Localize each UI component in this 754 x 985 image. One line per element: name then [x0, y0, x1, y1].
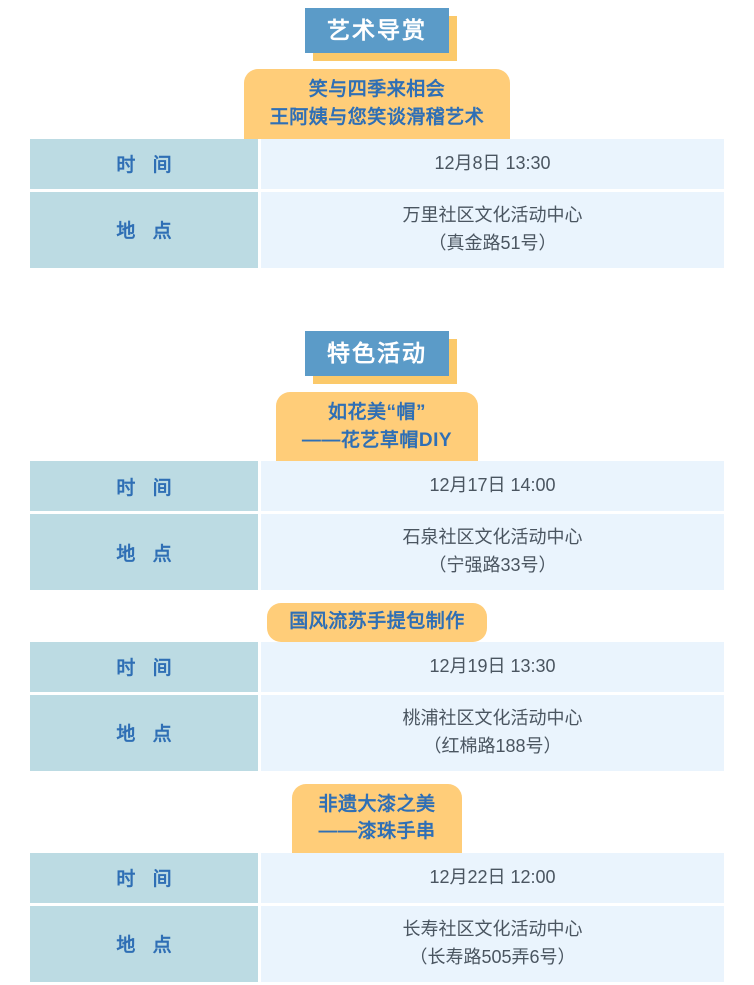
table-row: 时 间 12月8日 13:30 [0, 138, 754, 192]
top-spacer [0, 0, 754, 8]
table-row: 地 点 长寿社区文化活动中心 （长寿路505弄6号） [0, 904, 754, 985]
place-line: （长寿路505弄6号） [409, 946, 576, 967]
activity-title-line: 王阿姨与您笑谈滑稽艺术 [269, 106, 485, 128]
place-line: 石泉社区文化活动中心 [402, 527, 583, 548]
activity-info-table-2-1: 时 间 12月17日 14:00 地 点 石泉社区文化活动中心 （宁强路33号） [0, 461, 754, 594]
row-label-time: 时 间 [0, 641, 260, 695]
row-value-place: 桃浦社区文化活动中心 （红棉路188号） [258, 693, 754, 774]
activity-block-1-1: 笑与四季来相会 王阿姨与您笑谈滑稽艺术 时 间 12月8日 13:30 地 点 … [0, 69, 754, 271]
row-label-time: 时 间 [0, 138, 260, 192]
row-label-time: 时 间 [0, 852, 260, 906]
row-value-time: 12月8日 13:30 [258, 138, 754, 192]
activity-title-line: ——漆珠手串 [318, 821, 436, 843]
activity-title-1-1: 笑与四季来相会 王阿姨与您笑谈滑稽艺术 [243, 69, 511, 139]
activity-info-table-1-1: 时 间 12月8日 13:30 地 点 万里社区文化活动中心 （真金路51号） [0, 138, 754, 271]
table-row: 地 点 桃浦社区文化活动中心 （红棉路188号） [0, 693, 754, 774]
table-row: 地 点 石泉社区文化活动中心 （宁强路33号） [0, 512, 754, 594]
activity-title-line: 笑与四季来相会 [308, 79, 446, 101]
spacer-section-gap [0, 271, 754, 331]
row-label-place: 地 点 [0, 693, 260, 774]
place-line: 万里社区文化活动中心 [402, 204, 583, 225]
row-value-place: 石泉社区文化活动中心 （宁强路33号） [258, 512, 754, 594]
table-row: 地 点 万里社区文化活动中心 （真金路51号） [0, 190, 754, 271]
section-badge-label-2: 特色活动 [305, 330, 449, 376]
table-row: 时 间 12月17日 14:00 [0, 461, 754, 515]
row-label-place: 地 点 [0, 190, 260, 271]
activity-title-line: 国风流苏手提包制作 [289, 611, 465, 633]
section-heading-1: 艺术导赏 [0, 8, 754, 62]
activity-title-line: 如花美“帽” [327, 401, 426, 423]
row-value-place: 万里社区文化活动中心 （真金路51号） [258, 190, 754, 271]
row-value-time: 12月22日 12:00 [258, 852, 754, 906]
table-row: 时 间 12月19日 13:30 [0, 641, 754, 695]
place-line: （宁强路33号） [428, 555, 557, 576]
spacer-activity-gap [0, 593, 754, 603]
section-badge-wrap-2: 特色活动 [305, 330, 457, 384]
place-line: 长寿社区文化活动中心 [402, 918, 583, 939]
row-label-place: 地 点 [0, 512, 260, 594]
row-label-time: 时 间 [0, 461, 260, 515]
row-value-place: 长寿社区文化活动中心 （长寿路505弄6号） [258, 904, 754, 985]
activity-block-2-2: 国风流苏手提包制作 时 间 12月19日 13:30 地 点 桃浦社区文化活动中… [0, 603, 754, 774]
activity-title-line: ——花艺草帽DIY [301, 429, 453, 451]
place-line: （真金路51号） [428, 232, 557, 253]
section-heading-2: 特色活动 [0, 330, 754, 384]
activity-info-table-2-3: 时 间 12月22日 12:00 地 点 长寿社区文化活动中心 （长寿路505弄… [0, 852, 754, 985]
spacer-activity-gap [0, 774, 754, 784]
activity-title-2-3: 非遗大漆之美 ——漆珠手串 [292, 783, 462, 853]
row-label-place: 地 点 [0, 904, 260, 985]
activity-title-2-2: 国风流苏手提包制作 [267, 603, 487, 642]
activity-block-2-3: 非遗大漆之美 ——漆珠手串 时 间 12月22日 12:00 地 点 长寿社区文… [0, 783, 754, 985]
section-badge-label-1: 艺术导赏 [305, 8, 449, 54]
value-lines: 长寿社区文化活动中心 （长寿路505弄6号） [261, 912, 724, 976]
activity-title-line: 非遗大漆之美 [318, 793, 436, 815]
value-lines: 石泉社区文化活动中心 （宁强路33号） [261, 520, 724, 584]
value-lines: 桃浦社区文化活动中心 （红棉路188号） [261, 701, 724, 765]
row-value-time: 12月17日 14:00 [258, 461, 754, 515]
place-line: 桃浦社区文化活动中心 [402, 707, 583, 728]
activity-block-2-1: 如花美“帽” ——花艺草帽DIY 时 间 12月17日 14:00 地 点 石泉… [0, 391, 754, 594]
value-lines: 万里社区文化活动中心 （真金路51号） [261, 198, 724, 262]
table-row: 时 间 12月22日 12:00 [0, 852, 754, 906]
activity-title-2-1: 如花美“帽” ——花艺草帽DIY [275, 391, 479, 462]
row-value-time: 12月19日 13:30 [258, 641, 754, 695]
place-line: （红棉路188号） [423, 735, 562, 756]
activity-info-table-2-2: 时 间 12月19日 13:30 地 点 桃浦社区文化活动中心 （红棉路188号… [0, 641, 754, 774]
section-badge-wrap-1: 艺术导赏 [305, 8, 457, 62]
